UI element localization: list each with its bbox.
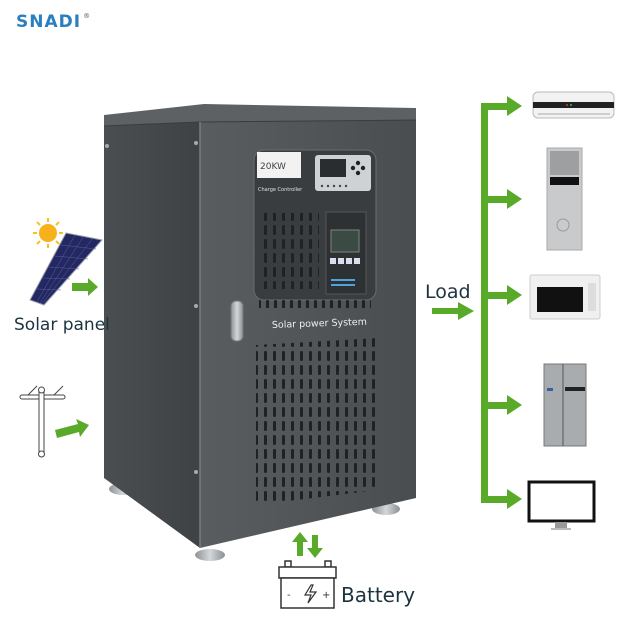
solar-input-arrow [72,278,98,296]
battery-arrows [292,532,323,558]
battery-icon: - + [278,560,337,609]
nav-button-down[interactable] [355,170,361,176]
inverter-lcd [330,229,360,253]
sun-icon [33,218,63,248]
inverter-button[interactable] [354,258,360,264]
nav-button-right[interactable] [360,165,366,171]
tower-ac-icon [546,147,583,251]
controller-lcd [320,159,346,177]
controller-label: Charge Controller [258,187,303,193]
grid-input-arrow [55,419,89,438]
solar-power-cabinet: 20KW Charge Controller Solar power Syste… [103,104,417,561]
rating-label: 20KW [260,162,286,172]
lightning-icon [303,584,318,604]
inverter-button[interactable] [330,258,336,264]
inverter-button[interactable] [346,258,352,264]
brand-name: SNADI [16,12,82,32]
air-conditioner-icon [532,91,615,119]
rating-sticker [257,152,301,178]
utility-pole-icon [19,385,66,458]
load-input-arrow [432,302,474,320]
door-handle[interactable] [230,300,244,342]
battery-minus: - [287,590,291,601]
battery-plus: + [322,590,330,601]
brand-logo: SNADI® [16,12,91,32]
solar-panel-label: Solar panel [14,315,110,335]
refrigerator-icon [543,363,587,447]
inverter-button[interactable] [338,258,344,264]
battery-label: Battery [341,583,415,607]
cabinet-side [104,115,200,548]
solar-panel-icon [29,218,103,306]
vent-strip [259,297,371,308]
nav-button-left[interactable] [350,165,356,171]
nav-button-up[interactable] [355,160,361,166]
lower-vents [256,338,378,505]
panel-label: Solar power System [272,317,367,331]
load-label: Load [425,281,471,303]
load-bus [481,96,522,509]
upper-vents [259,213,319,289]
registered-mark: ® [83,12,92,20]
monitor-icon [527,480,596,530]
inverter-panel [325,211,367,295]
microwave-icon [529,274,601,320]
